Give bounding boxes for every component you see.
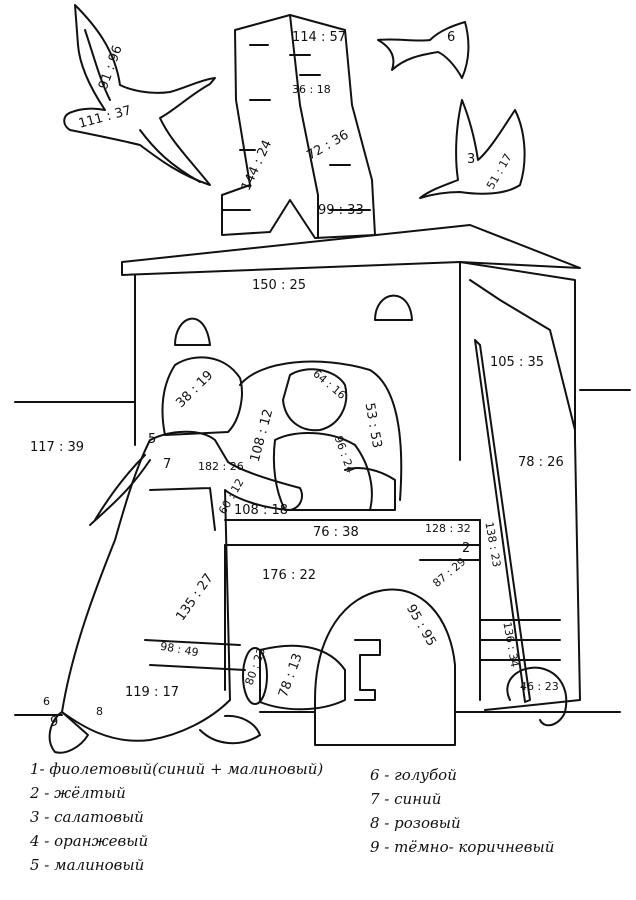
label-goose-right-small: 6 [447, 30, 456, 45]
legend-item-8: 8 - розовый [370, 814, 461, 832]
label-step-two: 2 [462, 541, 471, 556]
label-stove-side: 105 : 35 [490, 355, 544, 370]
boy-figure [272, 368, 396, 511]
label-stove-right: 78 : 26 [518, 455, 564, 470]
legend-item-9: 9 - тёмно- коричневый [370, 838, 555, 856]
legend-item-2: 2 - жёлтый [30, 784, 126, 802]
label-stove-base: 176 : 22 [262, 568, 316, 583]
label-chimney-mid: 36 : 18 [292, 83, 331, 96]
legend-item-4: 4 - оранжевый [30, 832, 149, 850]
label-chimney-top: 114 : 57 [292, 30, 346, 45]
goose-left-figure [63, 4, 216, 186]
label-girl-arm: 182 : 26 [198, 460, 244, 473]
label-step-right: 128 : 32 [425, 522, 471, 535]
girl-figure [48, 356, 303, 754]
label-boot-nine: 9 [50, 715, 59, 730]
label-horseshoe: 46 : 23 [520, 680, 559, 693]
poker-figure [474, 339, 568, 727]
ground-line [14, 711, 621, 716]
oven-door-figure [314, 588, 456, 746]
legend-item-1: 1- фиолетовый(синий + малиновый) [30, 760, 324, 778]
label-stove-top: 150 : 25 [252, 278, 306, 293]
legend-item-5: 5 - малиновый [30, 856, 145, 874]
label-boot-eight: 8 [96, 705, 103, 718]
label-ledge: 76 : 38 [313, 525, 359, 540]
stove-figure [14, 224, 631, 711]
label-skirt-bottom: 119 : 17 [125, 685, 179, 700]
chimney-figure [221, 14, 376, 239]
goose-right-top-figure [377, 21, 470, 79]
log-figure [242, 644, 346, 711]
legend-item-6: 6 - голубой [370, 766, 457, 784]
label-girl-bow: 7 [163, 457, 172, 472]
legend-item-3: 3 - салатовый [30, 808, 144, 826]
label-girl-sleeve: 108 : 18 [234, 503, 288, 518]
label-wall-left: 117 : 39 [30, 440, 84, 455]
label-chimney-bottom: 99 : 33 [318, 203, 364, 218]
legend-item-7: 7 - синий [370, 790, 442, 808]
goose-right-lower-figure [419, 99, 526, 199]
label-boot-six: 6 [43, 695, 50, 708]
label-goose-right-wing: 3 [467, 152, 476, 167]
label-girl-scarf: 5 [148, 432, 157, 447]
